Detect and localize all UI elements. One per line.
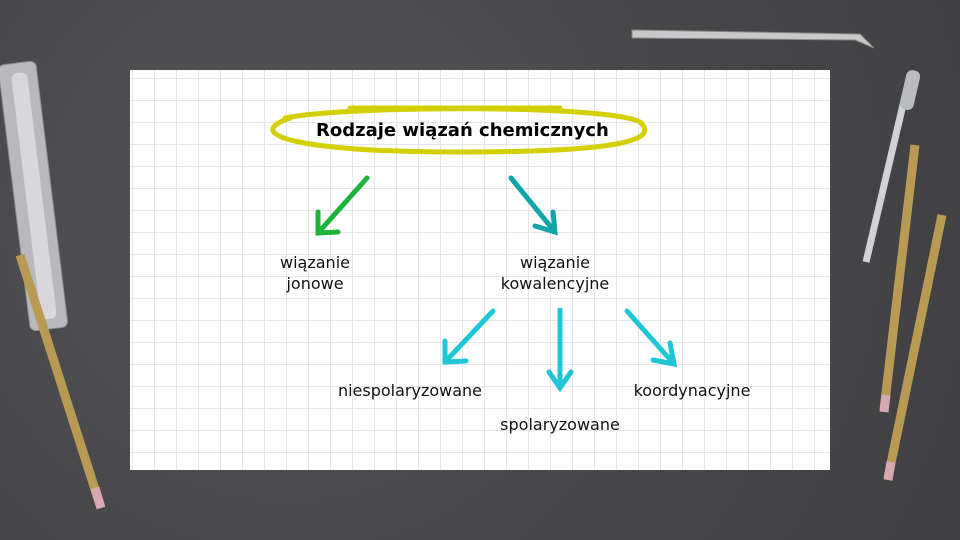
arrow-to-coordinate xyxy=(624,308,678,368)
arrow-to-polar xyxy=(546,307,574,393)
arrow-to-ionic xyxy=(315,175,370,236)
node-nonpolar: niespolaryzowane xyxy=(337,381,483,400)
pencil-icon xyxy=(15,253,106,510)
arrow-to-covalent xyxy=(508,175,558,236)
tweezers-icon xyxy=(631,29,875,49)
arrow-to-nonpolar xyxy=(442,308,496,365)
diagram-title: Rodzaje wiązań chemicznych xyxy=(316,120,609,141)
node-covalent: wiązanie kowalencyjne xyxy=(490,252,620,294)
node-covalent-line1: wiązanie xyxy=(520,253,590,272)
node-covalent-line2: kowalencyjne xyxy=(500,274,610,293)
ruler-icon xyxy=(0,60,69,332)
node-ionic-line1: wiązanie xyxy=(280,253,350,272)
pipette-icon xyxy=(862,70,921,263)
pencil-icon xyxy=(883,214,947,481)
title-highlight-ellipse xyxy=(270,105,648,155)
node-ionic-line2: jonowe xyxy=(286,274,344,293)
pencil-icon xyxy=(879,144,920,413)
node-coordinate: koordynacyjne xyxy=(633,381,751,400)
node-polar: spolaryzowane xyxy=(500,415,620,434)
grid-paper xyxy=(130,70,830,470)
node-ionic: wiązanie jonowe xyxy=(265,252,365,294)
